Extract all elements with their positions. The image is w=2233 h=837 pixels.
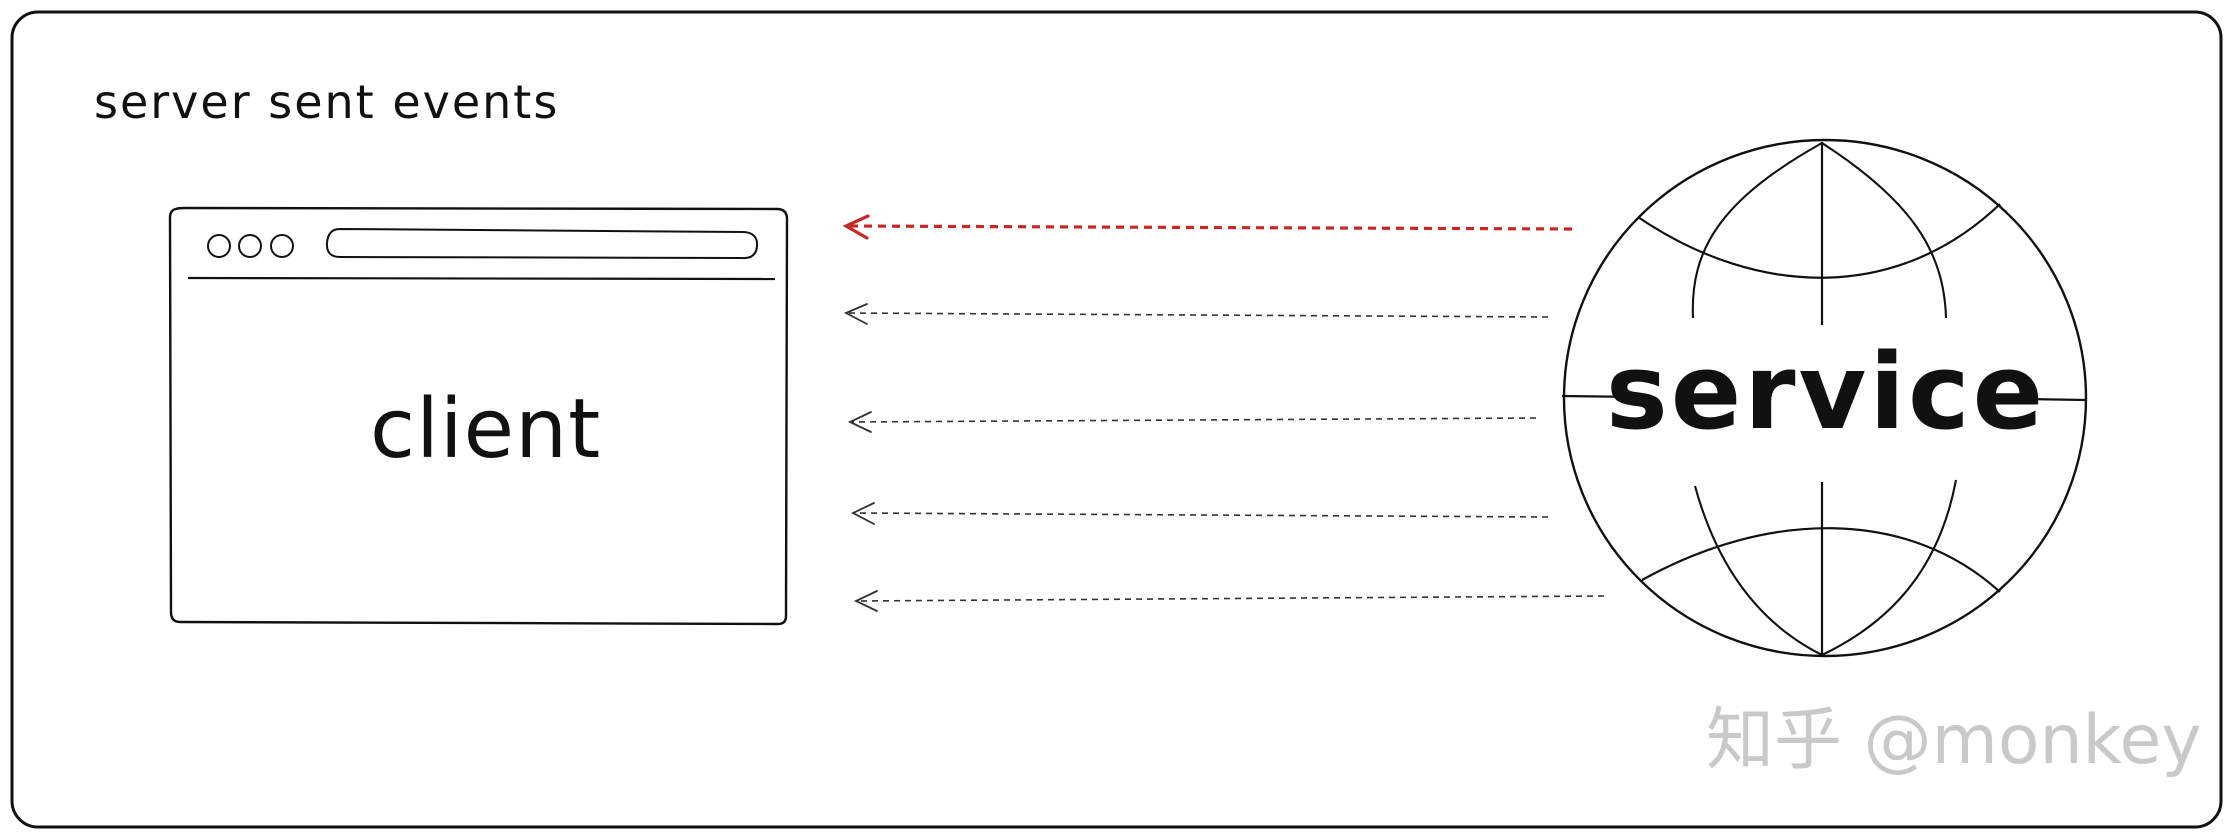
event-arrow — [853, 590, 1605, 612]
arrow-head-icon — [853, 590, 878, 612]
globe-curve — [1691, 142, 1823, 319]
event-arrows — [842, 214, 1605, 612]
event-arrow — [847, 411, 1537, 433]
arrow-line — [855, 595, 1605, 602]
arrow-head-icon — [847, 411, 872, 433]
client-label: client — [370, 382, 601, 477]
globe-lower-latitude — [1641, 527, 2001, 593]
arrow-line — [845, 312, 1549, 318]
window-control-icon — [207, 234, 231, 258]
address-bar — [325, 227, 759, 260]
arrow-line — [852, 512, 1549, 518]
globe-curve — [1821, 142, 1948, 319]
outer-frame — [10, 10, 2223, 829]
globe-curve — [1821, 479, 1958, 656]
globe-upper-latitude — [1637, 203, 2001, 279]
arrow-head-icon — [850, 502, 875, 525]
window-control-icon — [238, 234, 262, 258]
watermark: 知乎 @monkey — [1706, 701, 2202, 780]
service-label: service — [1606, 331, 2046, 453]
window-control-icon — [270, 234, 294, 258]
browser-frame — [168, 206, 789, 626]
browser-toolbar-divider — [187, 276, 776, 281]
globe-outline — [1562, 138, 2088, 658]
event-arrow — [843, 303, 1549, 325]
globe-equator-right — [2024, 397, 2087, 402]
arrow-line — [849, 417, 1537, 423]
arrow-head-icon — [843, 303, 868, 325]
service-globe-icon: service — [1561, 138, 2088, 658]
globe-equator-left — [1561, 394, 1641, 399]
highlighted-event-arrow — [842, 214, 1573, 240]
event-arrow — [850, 502, 1549, 525]
globe-curve — [1693, 485, 1823, 656]
client-browser-window: client — [168, 206, 789, 626]
highlighted-arrow-line — [845, 224, 1573, 231]
highlighted-arrow-head-icon — [842, 214, 870, 240]
diagram-title: server sent events — [94, 75, 559, 129]
